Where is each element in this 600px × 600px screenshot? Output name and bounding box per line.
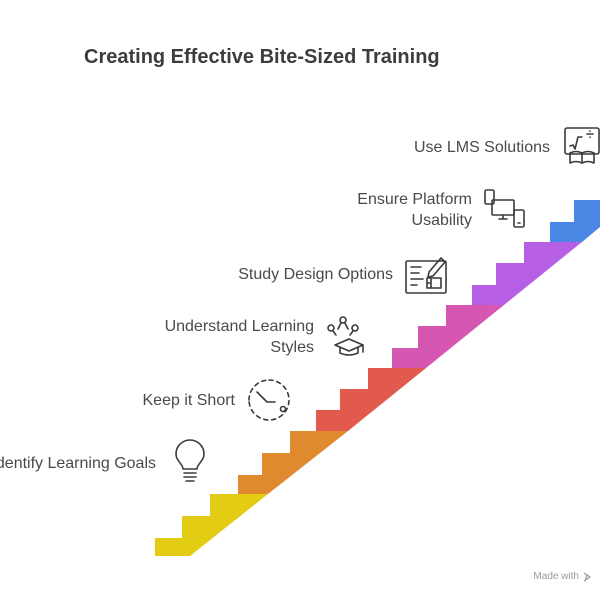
step-label-short-line1: Keep it Short (142, 392, 236, 409)
stair-side-orange (238, 431, 348, 494)
stair-tread-red-3 (368, 368, 398, 390)
step-label-platform-line2: Usability (411, 212, 472, 229)
devices-icon (484, 189, 525, 228)
stair-tread-pink-2 (418, 326, 448, 348)
step-label-design: Study Design Options (238, 264, 393, 285)
stair-side-red (318, 368, 426, 431)
stair-tread-orange-3 (290, 431, 318, 453)
step-label-design-line1: Study Design Options (238, 266, 393, 283)
stair-tread-purple-1 (472, 285, 498, 305)
stair-tread-blue-2 (574, 200, 600, 222)
diagram-title: Creating Effective Bite-Sized Training (84, 46, 440, 68)
stair-tread-purple-3 (524, 242, 554, 264)
timer-icon (248, 379, 290, 421)
stair-tread-orange-2 (262, 453, 290, 475)
stair-tread-red-2 (340, 389, 370, 411)
stair-tread-purple-2 (496, 263, 526, 285)
stair-side-purple (474, 242, 582, 305)
stair-tread-pink-3 (446, 305, 476, 327)
napkin-logo-icon (583, 572, 592, 581)
stair-tread-pink-1 (392, 348, 420, 368)
step-label-goals-line1: Identify Learning Goals (0, 455, 156, 472)
stair-tread-red-1 (316, 410, 342, 431)
lightbulb-icon (175, 439, 205, 482)
step-label-styles: Understand Learning Styles (165, 316, 314, 358)
stair-tread-orange-1 (238, 475, 264, 494)
design-board-icon (405, 257, 447, 294)
step-label-short: Keep it Short (143, 390, 236, 411)
stair-side-yellow (155, 494, 268, 556)
stair-segment-yellow (155, 494, 268, 556)
stair-tread-yellow-3 (210, 494, 238, 516)
stair-tread-yellow-1 (155, 538, 183, 556)
step-label-lms-line1: Use LMS Solutions (413, 139, 550, 156)
stair-side-pink (396, 305, 504, 368)
stair-tread-blue-1 (550, 222, 576, 242)
stair-segment-purple (472, 242, 582, 305)
lms-board-icon (564, 127, 600, 164)
step-label-platform-line1: Ensure Platform (357, 191, 472, 208)
watermark-text: Made with (533, 571, 579, 582)
stair-segment-pink (392, 305, 504, 368)
step-label-styles-line2: Styles (270, 339, 314, 356)
step-label-goals: Identify Learning Goals (0, 453, 156, 474)
stair-segment-red (316, 368, 426, 431)
stair-segment-orange (238, 431, 348, 494)
watermark: Made with (533, 571, 592, 582)
step-label-lms: Use LMS Solutions (414, 137, 550, 158)
step-label-styles-line1: Understand Learning (164, 318, 314, 335)
stair-segment-blue (550, 200, 600, 242)
step-label-platform: Ensure Platform Usability (357, 189, 472, 231)
graduation-cap-icon (327, 316, 364, 356)
stair-tread-yellow-2 (182, 516, 210, 538)
